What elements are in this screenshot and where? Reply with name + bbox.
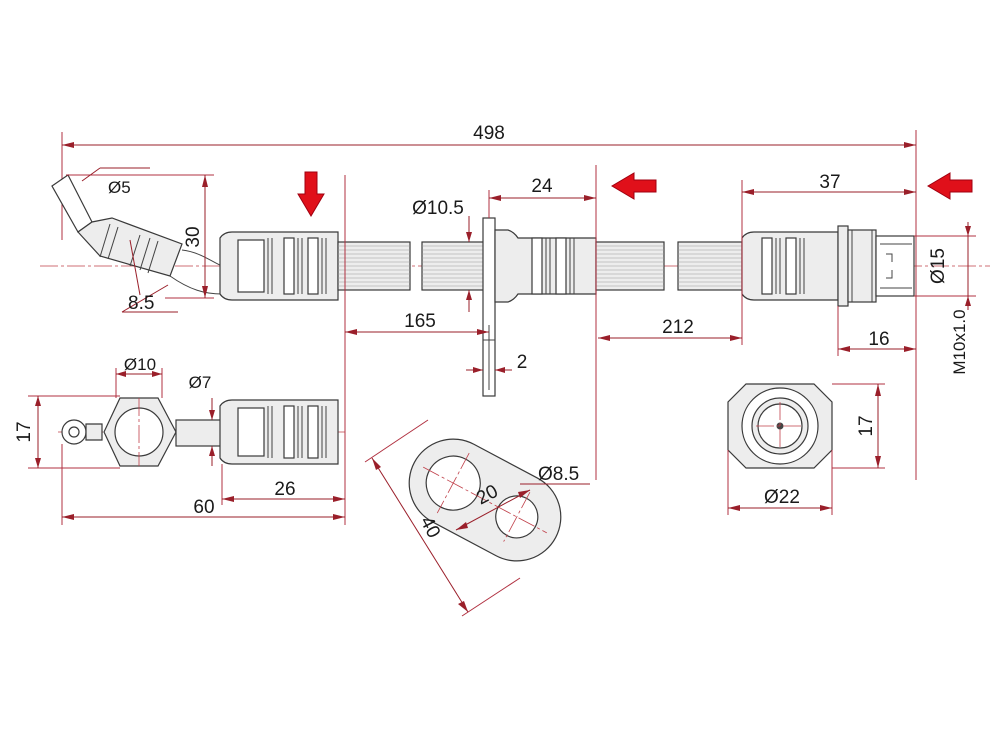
arrow-left-icon xyxy=(611,172,657,200)
section-165-dimension: 165 xyxy=(344,175,489,525)
bracket-thickness-label: 2 xyxy=(517,352,528,373)
section-212-dimension: 212 xyxy=(598,317,742,341)
eye-dia-label: Ø10 xyxy=(124,355,156,374)
nut-dia-dimension: Ø15 M10x1.0 xyxy=(914,222,976,375)
fitting-26-label: 26 xyxy=(274,479,295,500)
hose-section-4 xyxy=(677,241,743,291)
banjo-bent-fitting: 30 Ø5 8.5 xyxy=(51,167,223,314)
hose-section-1 xyxy=(337,241,411,291)
overall-length-dimension: 498 xyxy=(61,123,917,480)
bracket-fitting xyxy=(482,217,597,397)
banjo-hole-dia-label: Ø5 xyxy=(108,178,131,197)
arrow-left-icon xyxy=(927,172,973,200)
thread-length-dimension: 16 xyxy=(837,306,916,356)
bracket-width-dimension: 24 xyxy=(488,165,597,480)
overall-length-label: 498 xyxy=(473,123,505,144)
tube-dia-label: Ø7 xyxy=(189,373,212,392)
nut-dia-label: Ø15 xyxy=(928,248,949,284)
arrow-down-icon xyxy=(297,171,325,217)
thread-length-label: 16 xyxy=(868,329,889,350)
bracket-plate-view xyxy=(408,438,562,562)
hose-diameter-dimension: Ø10.5 xyxy=(412,198,472,312)
nut-height-label: 17 xyxy=(856,415,877,436)
thread-spec-label: M10x1.0 xyxy=(950,309,969,374)
banjo-height-label: 30 xyxy=(183,226,204,247)
ferrule-left xyxy=(219,231,339,301)
end-fitting-length-dimension: 37 xyxy=(741,172,916,345)
eye-height-label: 17 xyxy=(14,421,35,442)
hose-section-3 xyxy=(595,241,665,291)
plate-hole-dia-label: Ø8.5 xyxy=(538,464,579,485)
fitting-60-label: 60 xyxy=(193,497,214,518)
end-fitting-right xyxy=(741,225,915,307)
nut-end-view: 17 Ø22 xyxy=(727,383,885,515)
section-165-label: 165 xyxy=(404,311,436,332)
banjo-eye-view: Ø10 Ø7 17 26 60 xyxy=(14,355,345,525)
end-fitting-length-label: 37 xyxy=(819,172,840,193)
bracket-thickness-dimension: 2 xyxy=(466,352,527,373)
bracket-width-label: 24 xyxy=(531,176,553,197)
section-212-label: 212 xyxy=(662,317,694,338)
banjo-offset-label: 8.5 xyxy=(128,293,154,314)
nut-width-label: Ø22 xyxy=(764,487,800,508)
hose-dia-label: Ø10.5 xyxy=(412,198,464,219)
hose-section-2 xyxy=(421,241,489,291)
